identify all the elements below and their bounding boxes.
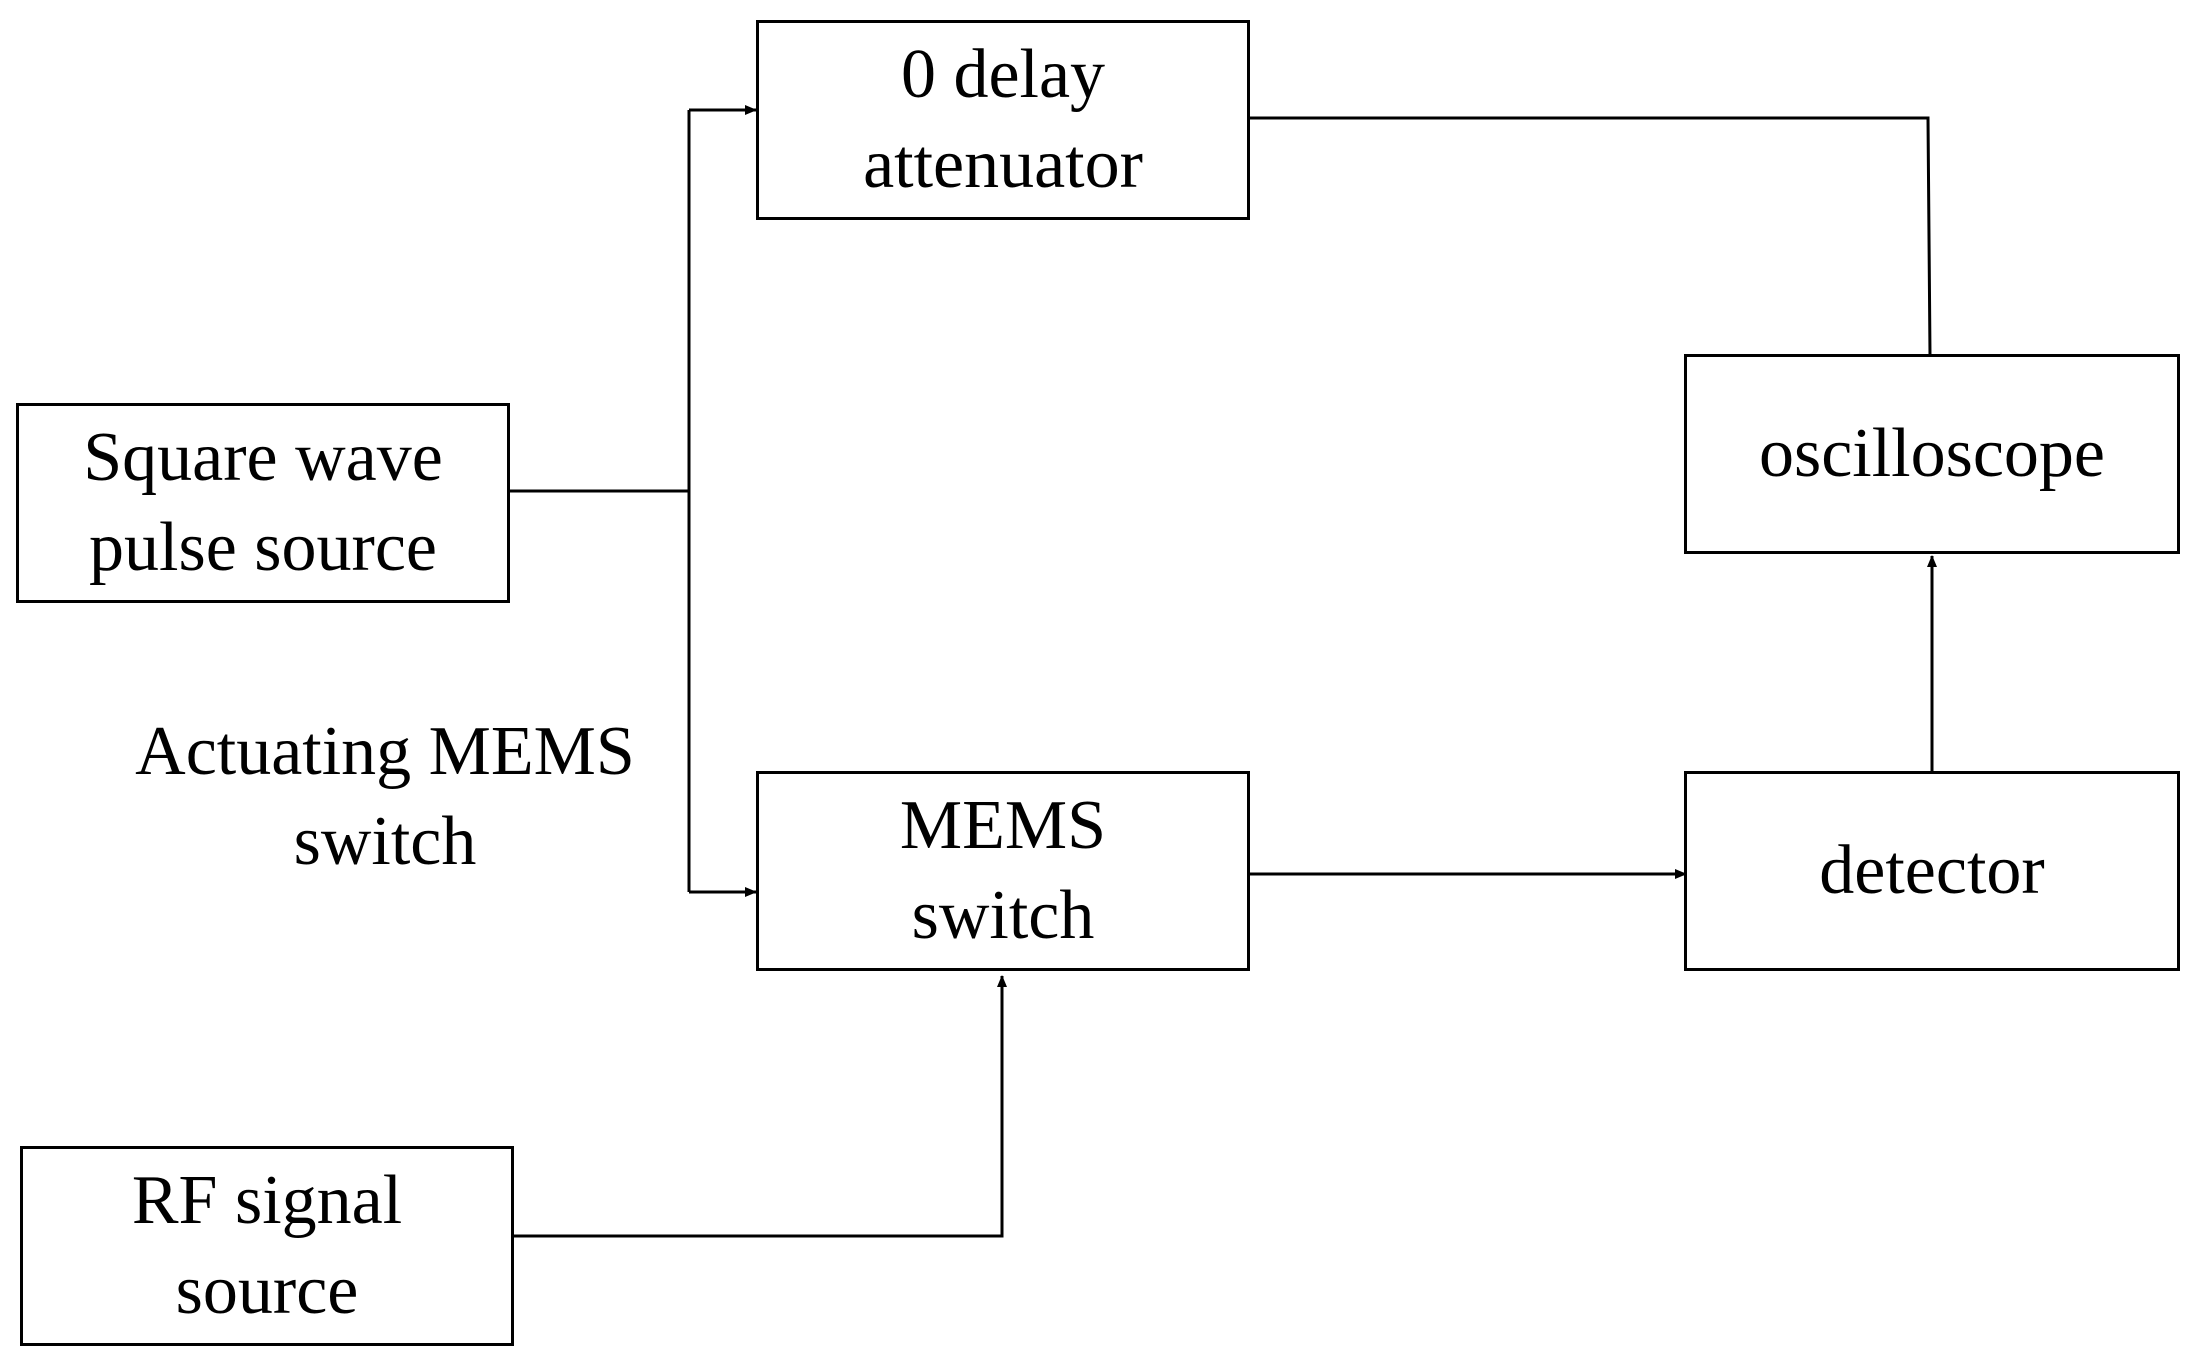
arrow-rf-source-to-mems-switch xyxy=(512,975,1007,1238)
oscilloscope-label: oscilloscope xyxy=(1758,415,2106,492)
actuating-mems-switch-annotation: Actuating MEMS switch xyxy=(90,707,680,887)
mems-switch-block: MEMS switch xyxy=(756,771,1250,971)
rf-source-label-line1: RF signal xyxy=(131,1162,403,1239)
delay-attenuator-block: 0 delay attenuator xyxy=(756,20,1250,220)
square-wave-label-line2: pulse source xyxy=(89,509,437,586)
rf-signal-source-block: RF signal source xyxy=(20,1146,514,1346)
actuating-label-line2: switch xyxy=(293,803,477,880)
detector-block: detector xyxy=(1684,771,2180,971)
square-wave-pulse-source-block: Square wave pulse source xyxy=(16,403,510,603)
square-wave-label-line1: Square wave xyxy=(83,419,443,496)
rf-source-label-line2: source xyxy=(175,1252,359,1329)
oscilloscope-block: oscilloscope xyxy=(1684,354,2180,554)
actuating-label-line1: Actuating MEMS xyxy=(135,713,635,790)
mems-switch-label-line2: switch xyxy=(911,877,1095,954)
mems-switch-label-line1: MEMS xyxy=(899,787,1107,864)
delay-attenuator-label-line1: 0 delay xyxy=(900,36,1106,113)
delay-attenuator-label-line2: attenuator xyxy=(863,126,1143,203)
connector-attenuator-to-oscilloscope xyxy=(1248,116,1932,356)
detector-label: detector xyxy=(1819,832,2045,909)
